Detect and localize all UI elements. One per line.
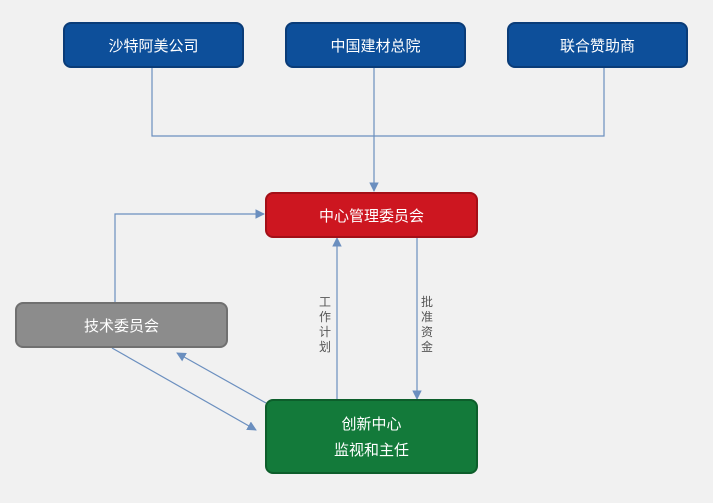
- arrow-innovation-to-technical: [176, 352, 267, 404]
- node-innovation-center-line1: 创新中心: [341, 414, 402, 433]
- node-innovation-center: 创新中心 监视和主任: [265, 399, 478, 474]
- edge-label-work-plan: 工作计划: [318, 295, 331, 354]
- node-technical-committee: 技术委员会: [15, 302, 228, 348]
- arrow-technical-to-innovation: [111, 347, 257, 431]
- edge-label-approve-funds: 批准资金: [420, 295, 433, 354]
- arrow-technical-to-management: [114, 209, 265, 302]
- node-cnbm-label: 中国建材总院: [330, 36, 421, 55]
- node-sponsors-label: 联合赞助商: [559, 36, 635, 55]
- node-saudi-aramco: 沙特阿美公司: [63, 22, 244, 68]
- node-cnbm: 中国建材总院: [285, 22, 466, 68]
- connector-saudi-aramco: [151, 68, 605, 137]
- node-saudi-aramco-label: 沙特阿美公司: [108, 36, 199, 55]
- node-management-committee: 中心管理委员会: [265, 192, 478, 238]
- node-management-committee-label: 中心管理委员会: [318, 206, 424, 225]
- node-innovation-center-line2: 监视和主任: [333, 440, 409, 459]
- node-technical-committee-label: 技术委员会: [83, 316, 159, 335]
- node-sponsors: 联合赞助商: [507, 22, 688, 68]
